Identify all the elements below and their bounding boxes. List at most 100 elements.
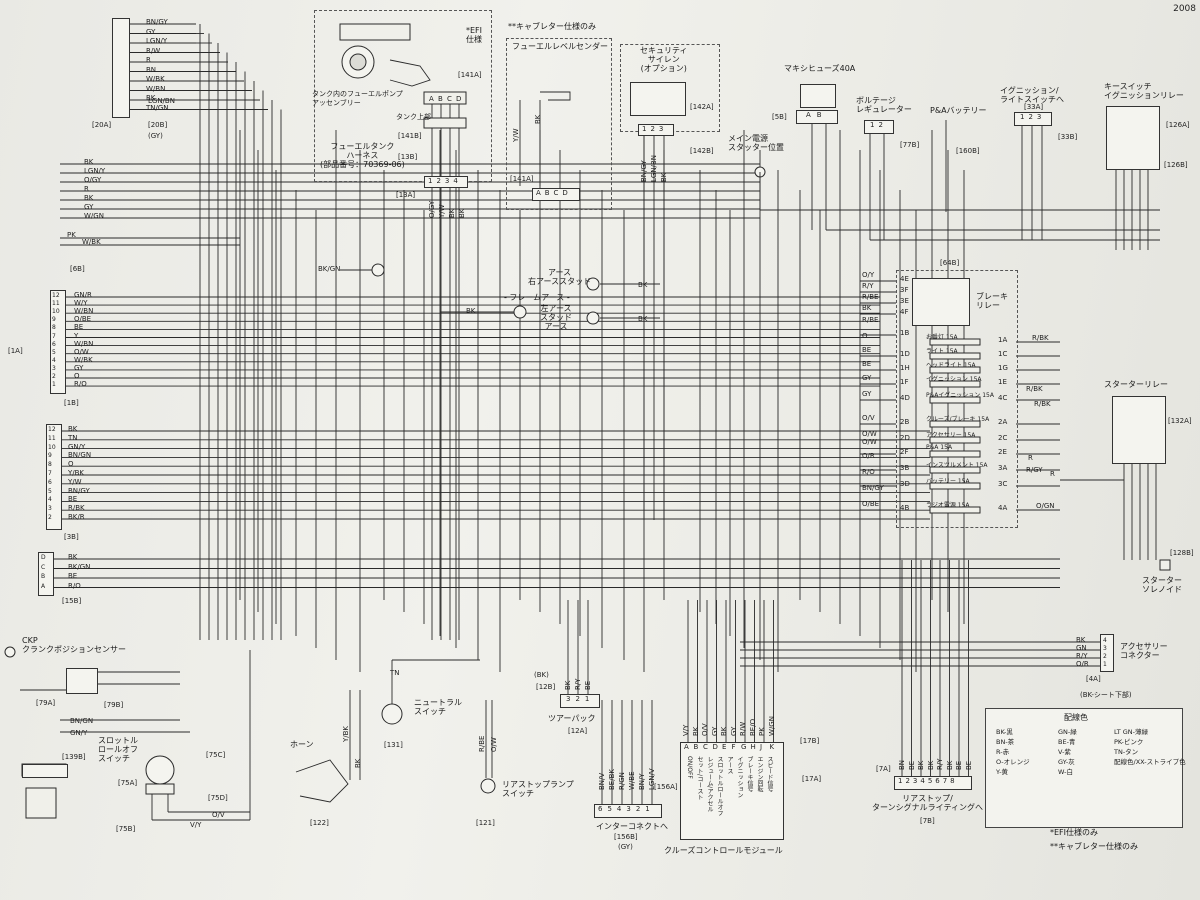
connector-2-pin-12: 12 xyxy=(48,426,56,433)
cruise-func-1: ON/OFF xyxy=(686,756,693,779)
pa-battery-label: P&Aバッテリー xyxy=(930,106,987,115)
fuse-element xyxy=(929,366,981,374)
throttle-ref-139b: [139B] xyxy=(62,753,86,761)
ckp-sensor-label: CKP クランクポジションセンサー xyxy=(22,636,126,655)
fuel-level-wire-1: Y/W xyxy=(512,128,520,142)
main-connector-top xyxy=(112,18,130,118)
key-switch-relay-body xyxy=(1106,106,1160,170)
cruise-func-8: エンジン回転 xyxy=(756,756,763,792)
legend_col1-item-3: R-赤 xyxy=(996,748,1010,756)
left-top-wire-4: R/W xyxy=(146,46,161,55)
rear-turn-wire-2: BE xyxy=(907,760,916,770)
throttle-wire-2: GN/Y xyxy=(70,729,88,737)
connector-3-ref: [15B] xyxy=(62,597,82,605)
fuse-left-pin-3F: 3F xyxy=(900,286,909,294)
fuse-right-wire-2: R/BK xyxy=(1026,385,1043,393)
horn-label: ホーン xyxy=(290,740,314,749)
legend_col2-item-5: W-白 xyxy=(1058,768,1074,776)
efi-fuel-pump-area xyxy=(314,10,492,182)
connector-2-wire-11: BK/R xyxy=(68,513,85,521)
connector-2-wire-1: BK xyxy=(68,425,78,433)
cruise-func-4: スロットルロールオフ xyxy=(716,756,723,816)
fuse-name-10: バッテリー 15A xyxy=(926,478,970,485)
cruise-pin-G: G xyxy=(741,743,747,751)
connector-1-wire-5: BE xyxy=(74,323,84,332)
cruise-wire-1: V/Y xyxy=(682,724,690,736)
accessory-connector xyxy=(1100,634,1114,672)
connector-1 xyxy=(50,290,66,394)
neutral-wire: TN xyxy=(390,669,400,677)
relay-ref: [64B] xyxy=(940,259,960,267)
ignition-pins: 123 xyxy=(1020,113,1046,121)
tour-pak-pins: 321 xyxy=(566,695,595,703)
fuse-left-wire-2: R/Y xyxy=(862,282,874,290)
neutral-ref: [131] xyxy=(384,741,403,749)
accessory-wire-4: O/R xyxy=(1076,660,1089,668)
fuse-left-pin-1B: 1B xyxy=(900,329,910,337)
fuse-right-pin-3C: 3C xyxy=(998,480,1008,488)
interconnect-wire-3: R/GN xyxy=(618,772,626,790)
cruise-module-label: クルーズコントロールモジュール xyxy=(664,846,783,855)
horn-body xyxy=(295,759,349,803)
connector-1-wire-8: O/W xyxy=(74,347,89,356)
tour-pak-connector xyxy=(560,694,600,708)
fuel-ref-13b: [13B] xyxy=(398,153,418,161)
starter-solenoid-label: スターター ソレノイド xyxy=(1142,576,1182,595)
rear-turn-ref-7a: [7A] xyxy=(876,765,891,773)
legend-title: 配線色 xyxy=(1064,713,1088,722)
fuse-name-4: イグニッション 15A xyxy=(926,376,982,383)
rear-stop-ref: [121] xyxy=(476,819,495,827)
cruise-wire-3: O/V xyxy=(701,723,709,736)
fuel-level-area xyxy=(506,38,612,210)
connector-2-pin-8: 8 xyxy=(48,461,52,469)
interconnect-label: インターコネクトへ xyxy=(596,822,668,831)
left-ref-wbk: W/BK xyxy=(82,238,101,246)
connector-1-pin-1: 1 xyxy=(52,381,56,389)
tour-pak-ref-12a: [12A] xyxy=(568,727,588,735)
throttle-ref-75a: [75A] xyxy=(118,779,138,787)
interconnect-ref-156b: [156B] xyxy=(614,833,638,841)
carb-only-note: **キャブレター仕様のみ xyxy=(1050,842,1138,851)
fuse-right-wire-7: O/GN xyxy=(1036,502,1055,510)
tank-top-label: タンク上部 xyxy=(396,113,431,121)
fuse-right-pin-4A: 4A xyxy=(998,504,1008,512)
interconnect-wire-4: W/BE xyxy=(628,771,636,790)
legend_col2-item-3: V-紫 xyxy=(1058,748,1071,756)
cruise-pin-J: J xyxy=(760,743,763,751)
connector-2-pin-10: 10 xyxy=(48,443,56,451)
left-mid-wire-7: W/GN xyxy=(84,212,104,220)
tour-pak-wire-1: BK xyxy=(564,680,572,690)
fuse-left-wire-11: O/V xyxy=(862,414,875,422)
left-top-wire-7: W/BK xyxy=(146,75,165,83)
fuse-left-pin-4E: 4E xyxy=(900,275,909,283)
ground-wire-label-2: BK xyxy=(466,307,476,315)
starter-ref-a: [132A] xyxy=(1168,417,1192,425)
fuel-level-arm xyxy=(540,91,571,101)
connector-1-pin-8: 8 xyxy=(52,324,56,332)
connector-3-pin-C: C xyxy=(41,563,46,571)
fuel-pump-top xyxy=(339,23,411,41)
connector-3-wire-1: BK xyxy=(68,553,78,561)
cruise-pin-A: A xyxy=(684,743,689,751)
fuse-left-wire-14: O/R xyxy=(862,452,875,460)
connector-1-pin-9: 9 xyxy=(52,316,56,324)
connector-2-pin-9: 9 xyxy=(48,452,52,460)
cruise-func-7: ブレーキ信号 xyxy=(746,756,753,792)
rear-stop-switch-label: リアストップランプ スイッチ xyxy=(502,780,574,799)
cruise-func-5: アース xyxy=(726,756,733,774)
connector-1-ref-b: [1B] xyxy=(64,399,79,407)
fuse-left-wire-7: BE xyxy=(862,346,872,354)
fuse-left-pin-2F: 2F xyxy=(900,448,909,456)
interconnect-wire-5: BN/Y xyxy=(638,773,646,790)
cruise-func-3: レジューム/アクセル xyxy=(706,756,713,813)
fuel-level-pins: ABCD xyxy=(536,189,572,197)
connector-2-wire-6: Y/BK xyxy=(68,469,85,477)
fuel-level-ref: [141A] xyxy=(510,175,534,183)
throttle-ref-75c: [75C] xyxy=(206,751,226,759)
security-siren-body xyxy=(630,82,686,116)
brake-relay-label: ブレーキ リレー xyxy=(976,292,1008,311)
fuel-conn-pin-D: D xyxy=(456,95,462,103)
fuel-tank-top-box xyxy=(423,117,467,129)
cruise-wire-9: PK xyxy=(758,727,766,736)
accessory-pin-2: 2 xyxy=(1103,653,1107,660)
